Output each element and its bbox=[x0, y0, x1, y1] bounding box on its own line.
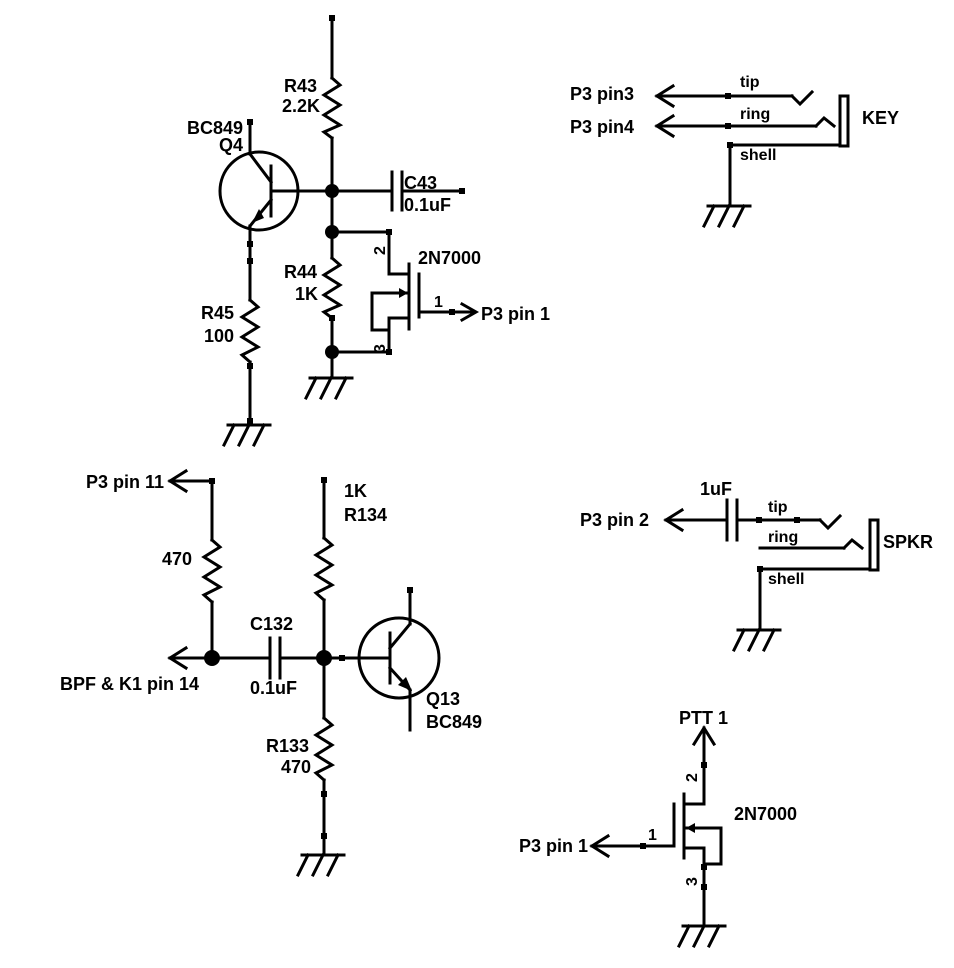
key-tip-label: tip bbox=[740, 74, 760, 91]
ground-symbol bbox=[295, 852, 346, 878]
q4-mosfet-2n7000 bbox=[370, 262, 480, 354]
ptt-circuit: PTT 1 2 3 2N7000 1 P3 pin 1 bbox=[519, 708, 797, 949]
q4-part: BC849 bbox=[187, 118, 243, 138]
spkr-tip-label: tip bbox=[768, 499, 788, 516]
key-ring-net: P3 pin4 bbox=[570, 117, 634, 137]
c43-value: 0.1uF bbox=[404, 195, 451, 215]
key-ring-label: ring bbox=[740, 106, 770, 123]
r45-resistor bbox=[239, 297, 262, 365]
ptt-pin-source: 3 bbox=[684, 877, 701, 886]
key-shell-label: shell bbox=[740, 147, 776, 164]
r133-ref: R133 bbox=[266, 736, 309, 756]
spkr-shell-label: shell bbox=[768, 571, 804, 588]
r470-value: 470 bbox=[162, 549, 192, 569]
ptt-mosfet-2n7000 bbox=[672, 792, 723, 928]
ground-symbol bbox=[303, 375, 354, 401]
fet-pin-drain: 2 bbox=[372, 246, 389, 255]
q4-sidetone-circuit: R43 2.2K BC849 Q4 R45 100 bbox=[187, 15, 550, 448]
r44-value: 1K bbox=[295, 284, 318, 304]
r134-resistor bbox=[313, 535, 336, 603]
r134-ref: R134 bbox=[344, 505, 387, 525]
key-tip-net: P3 pin3 bbox=[570, 84, 634, 104]
r43-ref: R43 bbox=[284, 76, 317, 96]
r44-resistor bbox=[321, 255, 344, 321]
spkr-jack: P3 pin 2 1uF tip ring shell SPKR bbox=[580, 479, 933, 653]
q13-transistor bbox=[356, 587, 441, 732]
q13-part: BC849 bbox=[426, 712, 482, 732]
ptt-pin-gate: 1 bbox=[648, 827, 657, 844]
spkr-cap-value: 1uF bbox=[700, 479, 732, 499]
fet-pin-source: 3 bbox=[372, 344, 389, 353]
q13-top-net: P3 pin 11 bbox=[86, 472, 164, 492]
ground-symbol bbox=[676, 923, 727, 949]
spkr-jack-name: SPKR bbox=[883, 532, 933, 552]
c132-value: 0.1uF bbox=[250, 678, 297, 698]
ptt-input-net: P3 pin 1 bbox=[519, 836, 588, 856]
fet-pin-gate: 1 bbox=[434, 294, 443, 311]
q4-ref: Q4 bbox=[219, 135, 243, 155]
spkr-ring-label: ring bbox=[768, 529, 798, 546]
r43-resistor bbox=[321, 75, 344, 141]
key-jack: P3 pin3 P3 pin4 tip ring shell KEY bbox=[570, 74, 899, 229]
q4-fet-part: 2N7000 bbox=[418, 248, 481, 268]
key-jack-name: KEY bbox=[862, 108, 899, 128]
ptt-output-net: PTT 1 bbox=[679, 708, 728, 728]
ground-symbol bbox=[701, 203, 752, 229]
ptt-part: 2N7000 bbox=[734, 804, 797, 824]
r44-ref: R44 bbox=[284, 262, 317, 282]
ground-symbol bbox=[221, 422, 272, 448]
q13-circuit: P3 pin 11 470 BPF & K1 pin 14 C132 0.1uF… bbox=[60, 468, 482, 878]
r43-value: 2.2K bbox=[282, 96, 320, 116]
r133-resistor bbox=[313, 715, 336, 783]
r470-resistor bbox=[201, 537, 224, 605]
r134-value: 1K bbox=[344, 481, 367, 501]
c43-ref: C43 bbox=[404, 173, 437, 193]
spkr-input-net: P3 pin 2 bbox=[580, 510, 649, 530]
c132-ref: C132 bbox=[250, 614, 293, 634]
ptt-pin-drain: 2 bbox=[684, 773, 701, 782]
ground-symbol bbox=[731, 627, 782, 653]
q13-output-net: BPF & K1 pin 14 bbox=[60, 674, 199, 694]
r45-ref: R45 bbox=[201, 303, 234, 323]
q13-ref: Q13 bbox=[426, 689, 460, 709]
r45-value: 100 bbox=[204, 326, 234, 346]
r133-value: 470 bbox=[281, 757, 311, 777]
q4-output-net: P3 pin 1 bbox=[481, 304, 550, 324]
